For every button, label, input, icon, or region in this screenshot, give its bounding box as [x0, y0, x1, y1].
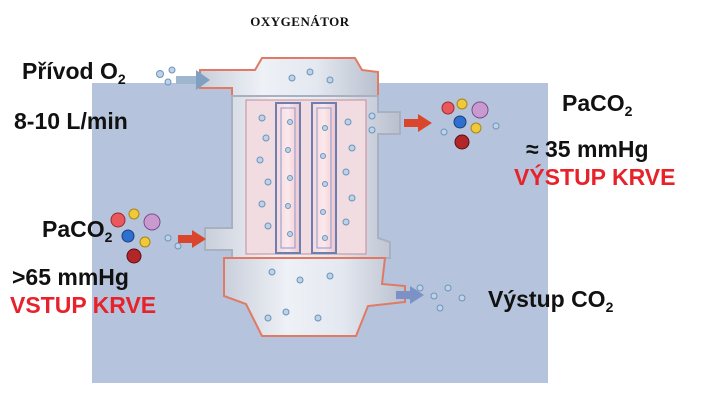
arrow-o2-inlet	[176, 70, 210, 90]
outlet-paco2-label: PaCO2	[562, 90, 633, 119]
outlet-paco2-value: ≈ 35 mmHg	[526, 136, 649, 162]
inlet-paco2-value: >65 mmHg	[12, 264, 129, 290]
diagram-title: OXYGENÁTOR	[250, 14, 350, 29]
arrow-blood-inlet	[178, 230, 206, 248]
gas-molecules	[156, 66, 466, 322]
blood-cells-inlet	[110, 208, 182, 264]
o2-flow-rate: 8-10 L/min	[14, 108, 128, 134]
blood-outlet-label: VÝSTUP KRVE	[514, 164, 676, 190]
inlet-paco2-label: PaCO2	[42, 216, 113, 245]
oxygenator-housing	[199, 57, 406, 337]
arrow-blood-outlet	[404, 114, 432, 132]
blood-inlet-label: VSTUP KRVE	[10, 292, 157, 318]
co2-outlet-label: Výstup CO2	[488, 286, 614, 315]
blood-cells-outlet	[440, 98, 500, 150]
o2-inlet-label: Přívod O2	[22, 58, 126, 87]
arrow-co2-outlet	[396, 286, 424, 304]
